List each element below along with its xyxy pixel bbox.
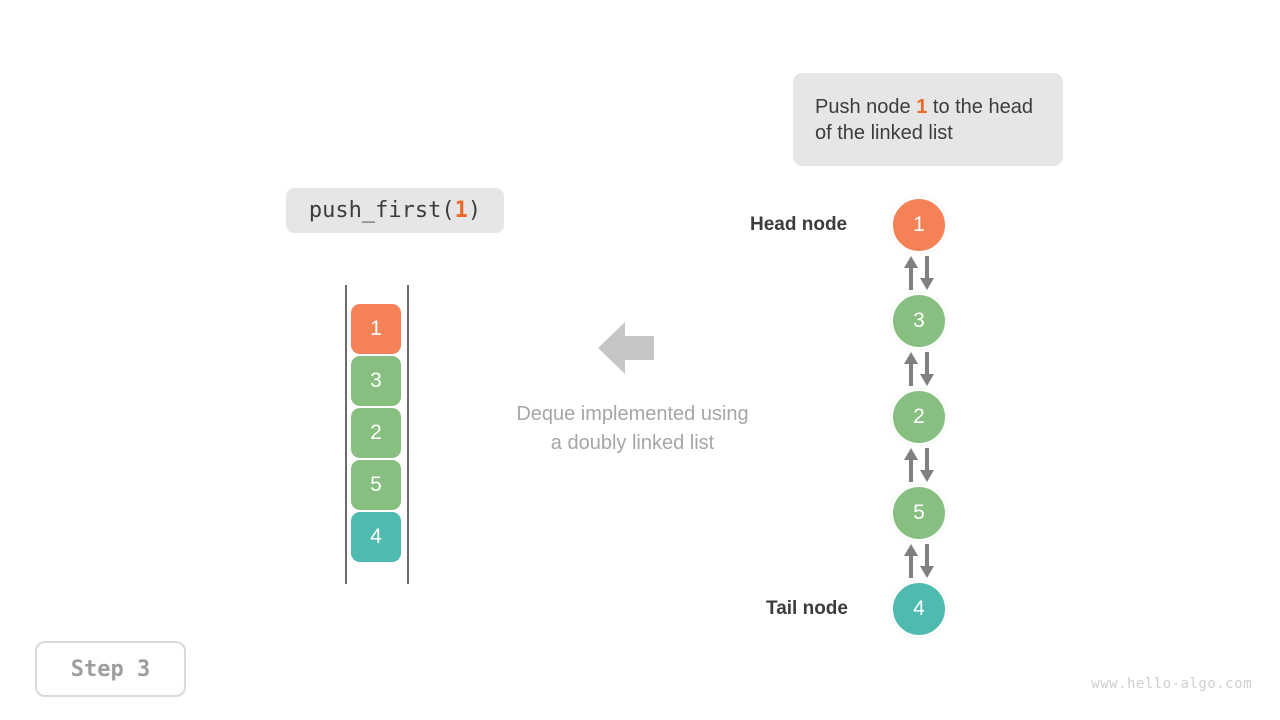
- doubly-linked-list: 1 3 2 5 4: [888, 194, 952, 644]
- array-cell-value: 4: [370, 525, 382, 548]
- callout-text-after: to the head of the linked list: [815, 95, 1033, 144]
- prev-pointer-arrow-icon: [904, 544, 918, 578]
- diagram-caption: Deque implemented using a doubly linked …: [455, 400, 810, 458]
- list-node: 3: [888, 290, 950, 352]
- list-node: 1: [888, 194, 950, 256]
- prev-pointer-arrow-icon: [904, 352, 918, 386]
- step-badge-label: Step 3: [70, 656, 151, 682]
- node-link-arrows: [888, 256, 950, 292]
- array-cell-list: 1 3 2 5 4: [351, 304, 401, 564]
- list-node: 5: [888, 482, 950, 544]
- prev-pointer-arrow-icon: [904, 256, 918, 290]
- operation-code-pill: push_first(1): [286, 188, 504, 233]
- callout-text-before: Push node: [815, 95, 917, 118]
- next-pointer-arrow-icon: [920, 448, 934, 482]
- array-cell: 4: [351, 512, 401, 562]
- array-cell: 5: [351, 460, 401, 510]
- array-cell: 3: [351, 356, 401, 406]
- next-pointer-arrow-icon: [920, 544, 934, 578]
- node-link-arrows: [888, 448, 950, 484]
- prev-pointer-arrow-icon: [904, 448, 918, 482]
- array-rail-right: [407, 285, 409, 584]
- list-node-value: 3: [913, 309, 925, 332]
- list-node: 4: [888, 578, 950, 640]
- node-link-arrows: [888, 544, 950, 580]
- callout-text: Push node 1 to the head of the linked li…: [815, 94, 1041, 146]
- caption-line-1: Deque implemented using: [516, 403, 749, 425]
- next-pointer-arrow-icon: [920, 352, 934, 386]
- array-rail-left: [345, 285, 347, 584]
- list-node: 2: [888, 386, 950, 448]
- list-node-value: 2: [913, 405, 925, 428]
- code-argument: 1: [454, 198, 468, 223]
- array-cell: 2: [351, 408, 401, 458]
- array-cell-value: 1: [370, 317, 382, 340]
- node-link-arrows: [888, 352, 950, 388]
- list-node-face: 3: [890, 292, 948, 350]
- list-node-face: 1: [890, 196, 948, 254]
- code-prefix: push_first(: [308, 198, 455, 223]
- list-node-face: 5: [890, 484, 948, 542]
- list-node-face: 4: [890, 580, 948, 638]
- array-cell: 1: [351, 304, 401, 354]
- array-cell-value: 3: [370, 369, 382, 392]
- watermark: www.hello-algo.com: [1091, 676, 1252, 692]
- array-cell-value: 5: [370, 473, 382, 496]
- list-node-value: 5: [913, 501, 925, 524]
- list-node-value: 4: [913, 597, 925, 620]
- step-badge: Step 3: [35, 641, 186, 697]
- caption-line-2: a doubly linked list: [550, 432, 715, 454]
- push-callout-bubble: Push node 1 to the head of the linked li…: [793, 73, 1063, 166]
- next-pointer-arrow-icon: [920, 256, 934, 290]
- deque-array-column: 1 3 2 5 4: [345, 285, 409, 584]
- list-node-face: 2: [890, 388, 948, 446]
- list-node-value: 1: [913, 213, 925, 236]
- callout-highlight-value: 1: [916, 95, 928, 118]
- left-arrow-icon: [598, 322, 654, 374]
- code-text: push_first(1): [309, 198, 481, 223]
- code-suffix: ): [467, 198, 482, 223]
- array-cell-value: 2: [370, 421, 382, 444]
- tail-node-label: Tail node: [766, 598, 848, 619]
- head-node-label: Head node: [750, 214, 848, 235]
